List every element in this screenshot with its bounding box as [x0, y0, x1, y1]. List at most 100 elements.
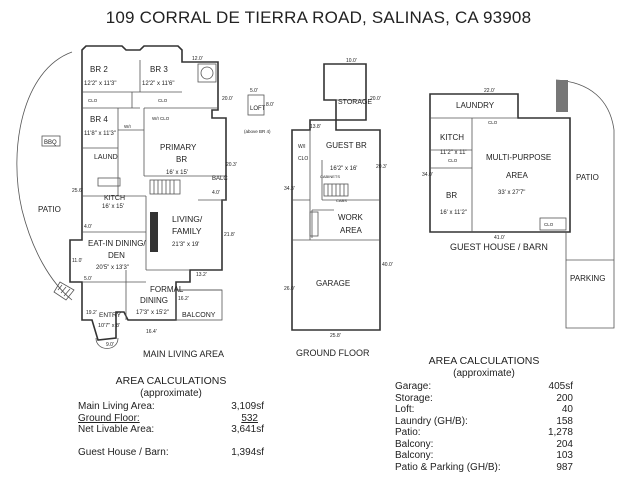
dim-40: 40.0' [382, 262, 393, 268]
label-balc: BALC [212, 176, 228, 182]
label-wi: W/I [124, 124, 131, 129]
guest-outer-wall [429, 93, 571, 233]
label-garage: GARAGE [316, 279, 350, 288]
guest-house-plan [429, 79, 615, 329]
dim-4-right: 4.0' [212, 190, 220, 196]
area-right-subtitle: (approximate) [453, 367, 515, 379]
dim-19-2: 19.2' [86, 310, 97, 316]
dim-16-2: 16.2' [178, 296, 189, 302]
dim-26: 26.0' [284, 286, 295, 292]
label-clo-2: CLO [158, 98, 168, 103]
area-left-row: Main Living Area:3,109sf [78, 401, 264, 412]
label-patio-gh: PATIO [576, 173, 599, 182]
label-br3-dims: 12'2" x 11'6" [142, 81, 174, 87]
label-gf-clo: CLO [298, 156, 308, 162]
dim-34-gh: 34.0' [422, 172, 433, 178]
label-kitch-dims: 16' x 15' [102, 204, 124, 210]
label-formal-dims: 17'3" x 15'2" [136, 310, 169, 316]
deck-stairs [53, 281, 75, 301]
dim-20-3-g: 20.3' [376, 164, 387, 170]
area-right-row: Balcony:103 [395, 450, 573, 461]
label-cabinets: CABINETS [320, 174, 340, 179]
dim-10: 10.0' [346, 58, 357, 64]
dim-20: 20.0' [222, 96, 233, 102]
label-entry-dims: 10'7" x 8' [98, 323, 120, 329]
area-right-row: Patio:1,278 [395, 427, 573, 438]
dim-20-3: 20.3' [226, 162, 237, 168]
label-formal: FORMAL [150, 285, 184, 294]
area-right-title: AREA CALCULATIONS [428, 355, 540, 367]
loft-outline [247, 94, 265, 116]
ground-outer-wall [291, 63, 381, 331]
label-primary: PRIMARY [160, 143, 197, 152]
area-right-row: Storage:200 [395, 392, 573, 404]
gh-stair-block [556, 80, 568, 112]
area-left-row: Guest House / Barn:1,394sf [78, 446, 264, 458]
gh-patio-outline [555, 79, 615, 329]
gh-closet [539, 217, 567, 231]
area-right-row: Patio & Parking (GH/B):987 [395, 461, 573, 473]
label-parking: PARKING [570, 274, 605, 283]
label-area: AREA [340, 226, 362, 235]
fireplace [150, 212, 158, 252]
dim-41: 41.0' [494, 235, 505, 241]
label-br2-dims: 12'2" x 11'3" [84, 81, 116, 87]
entry-bay [95, 337, 119, 349]
spiral-stair [197, 63, 217, 83]
dim-loft-8: 8.0' [266, 102, 274, 108]
label-work: WORK [338, 213, 364, 222]
dim-20-g: 20.0' [370, 96, 381, 102]
kitchen-island [97, 177, 121, 187]
label-primary-dims: 16' x 15' [166, 170, 188, 176]
title-main-living: MAIN LIVING AREA [143, 349, 224, 359]
label-mpa-area: AREA [506, 171, 528, 180]
dim-11: 11.0' [72, 258, 82, 264]
label-bbq: BBQ [44, 140, 57, 146]
label-loft-note: (above BR 4) [244, 129, 271, 134]
balcony-outline [175, 289, 223, 321]
label-balcony: BALCONY [182, 312, 216, 319]
dim-21-8: 21.8' [224, 232, 235, 238]
label-br-gh: BR [446, 191, 457, 200]
area-left-row: Net Livable Area:3,641sf [78, 424, 264, 435]
title-guest-house: GUEST HOUSE / BARN [450, 242, 548, 252]
label-clo-1: CLO [88, 98, 98, 103]
area-right-row: Laundry (GH/B):158 [395, 415, 573, 427]
label-cabs: CABS [336, 198, 347, 203]
dim-13-8: 13.8' [310, 124, 321, 130]
dim-34-3: 34.3' [284, 186, 295, 192]
dim-9: 9.0' [106, 342, 114, 348]
guest-interior-walls [430, 117, 518, 232]
dim-25-6: 25.6' [72, 188, 83, 194]
label-eatin-dims: 20'5" x 13'3" [96, 265, 129, 271]
title-ground-floor: GROUND FLOOR [296, 348, 370, 358]
label-patio-main: PATIO [38, 205, 61, 214]
label-dining: DINING [140, 296, 168, 305]
label-guest-br-dims: 16'2" x 16' [330, 166, 357, 172]
dim-16-4: 16.4' [146, 329, 157, 335]
label-kitch: KITCH [104, 195, 125, 202]
label-br2: BR 2 [90, 65, 108, 74]
dim-13-2: 13.2' [196, 272, 207, 278]
label-entry: ENTRY [99, 312, 122, 319]
main-interior-walls [82, 60, 226, 320]
area-right-row: Garage:405sf [395, 381, 573, 392]
label-br4: BR 4 [90, 115, 108, 124]
area-right-row: Loft:40 [395, 404, 573, 415]
label-gf-wi: W/I [298, 144, 306, 150]
bbq-box [41, 135, 61, 147]
label-eatin: EAT-IN DINING/ [88, 239, 146, 248]
label-br3: BR 3 [150, 65, 168, 74]
label-storage: STORAGE [338, 99, 372, 106]
dim-25-8: 25.8' [330, 333, 341, 339]
page-title: 109 CORRAL DE TIERRA ROAD, SALINAS, CA 9… [105, 8, 532, 27]
label-mpa-dims: 33' x 27'7" [498, 190, 525, 196]
ground-floor-plan [291, 63, 381, 331]
area-right-row: Balcony:204 [395, 438, 573, 450]
workbench [309, 211, 319, 237]
label-living: LIVING/ [172, 214, 203, 224]
label-mpa: MULTI-PURPOSE [486, 153, 551, 162]
label-guest-br: GUEST BR [326, 141, 367, 150]
patio-outline [16, 51, 73, 301]
